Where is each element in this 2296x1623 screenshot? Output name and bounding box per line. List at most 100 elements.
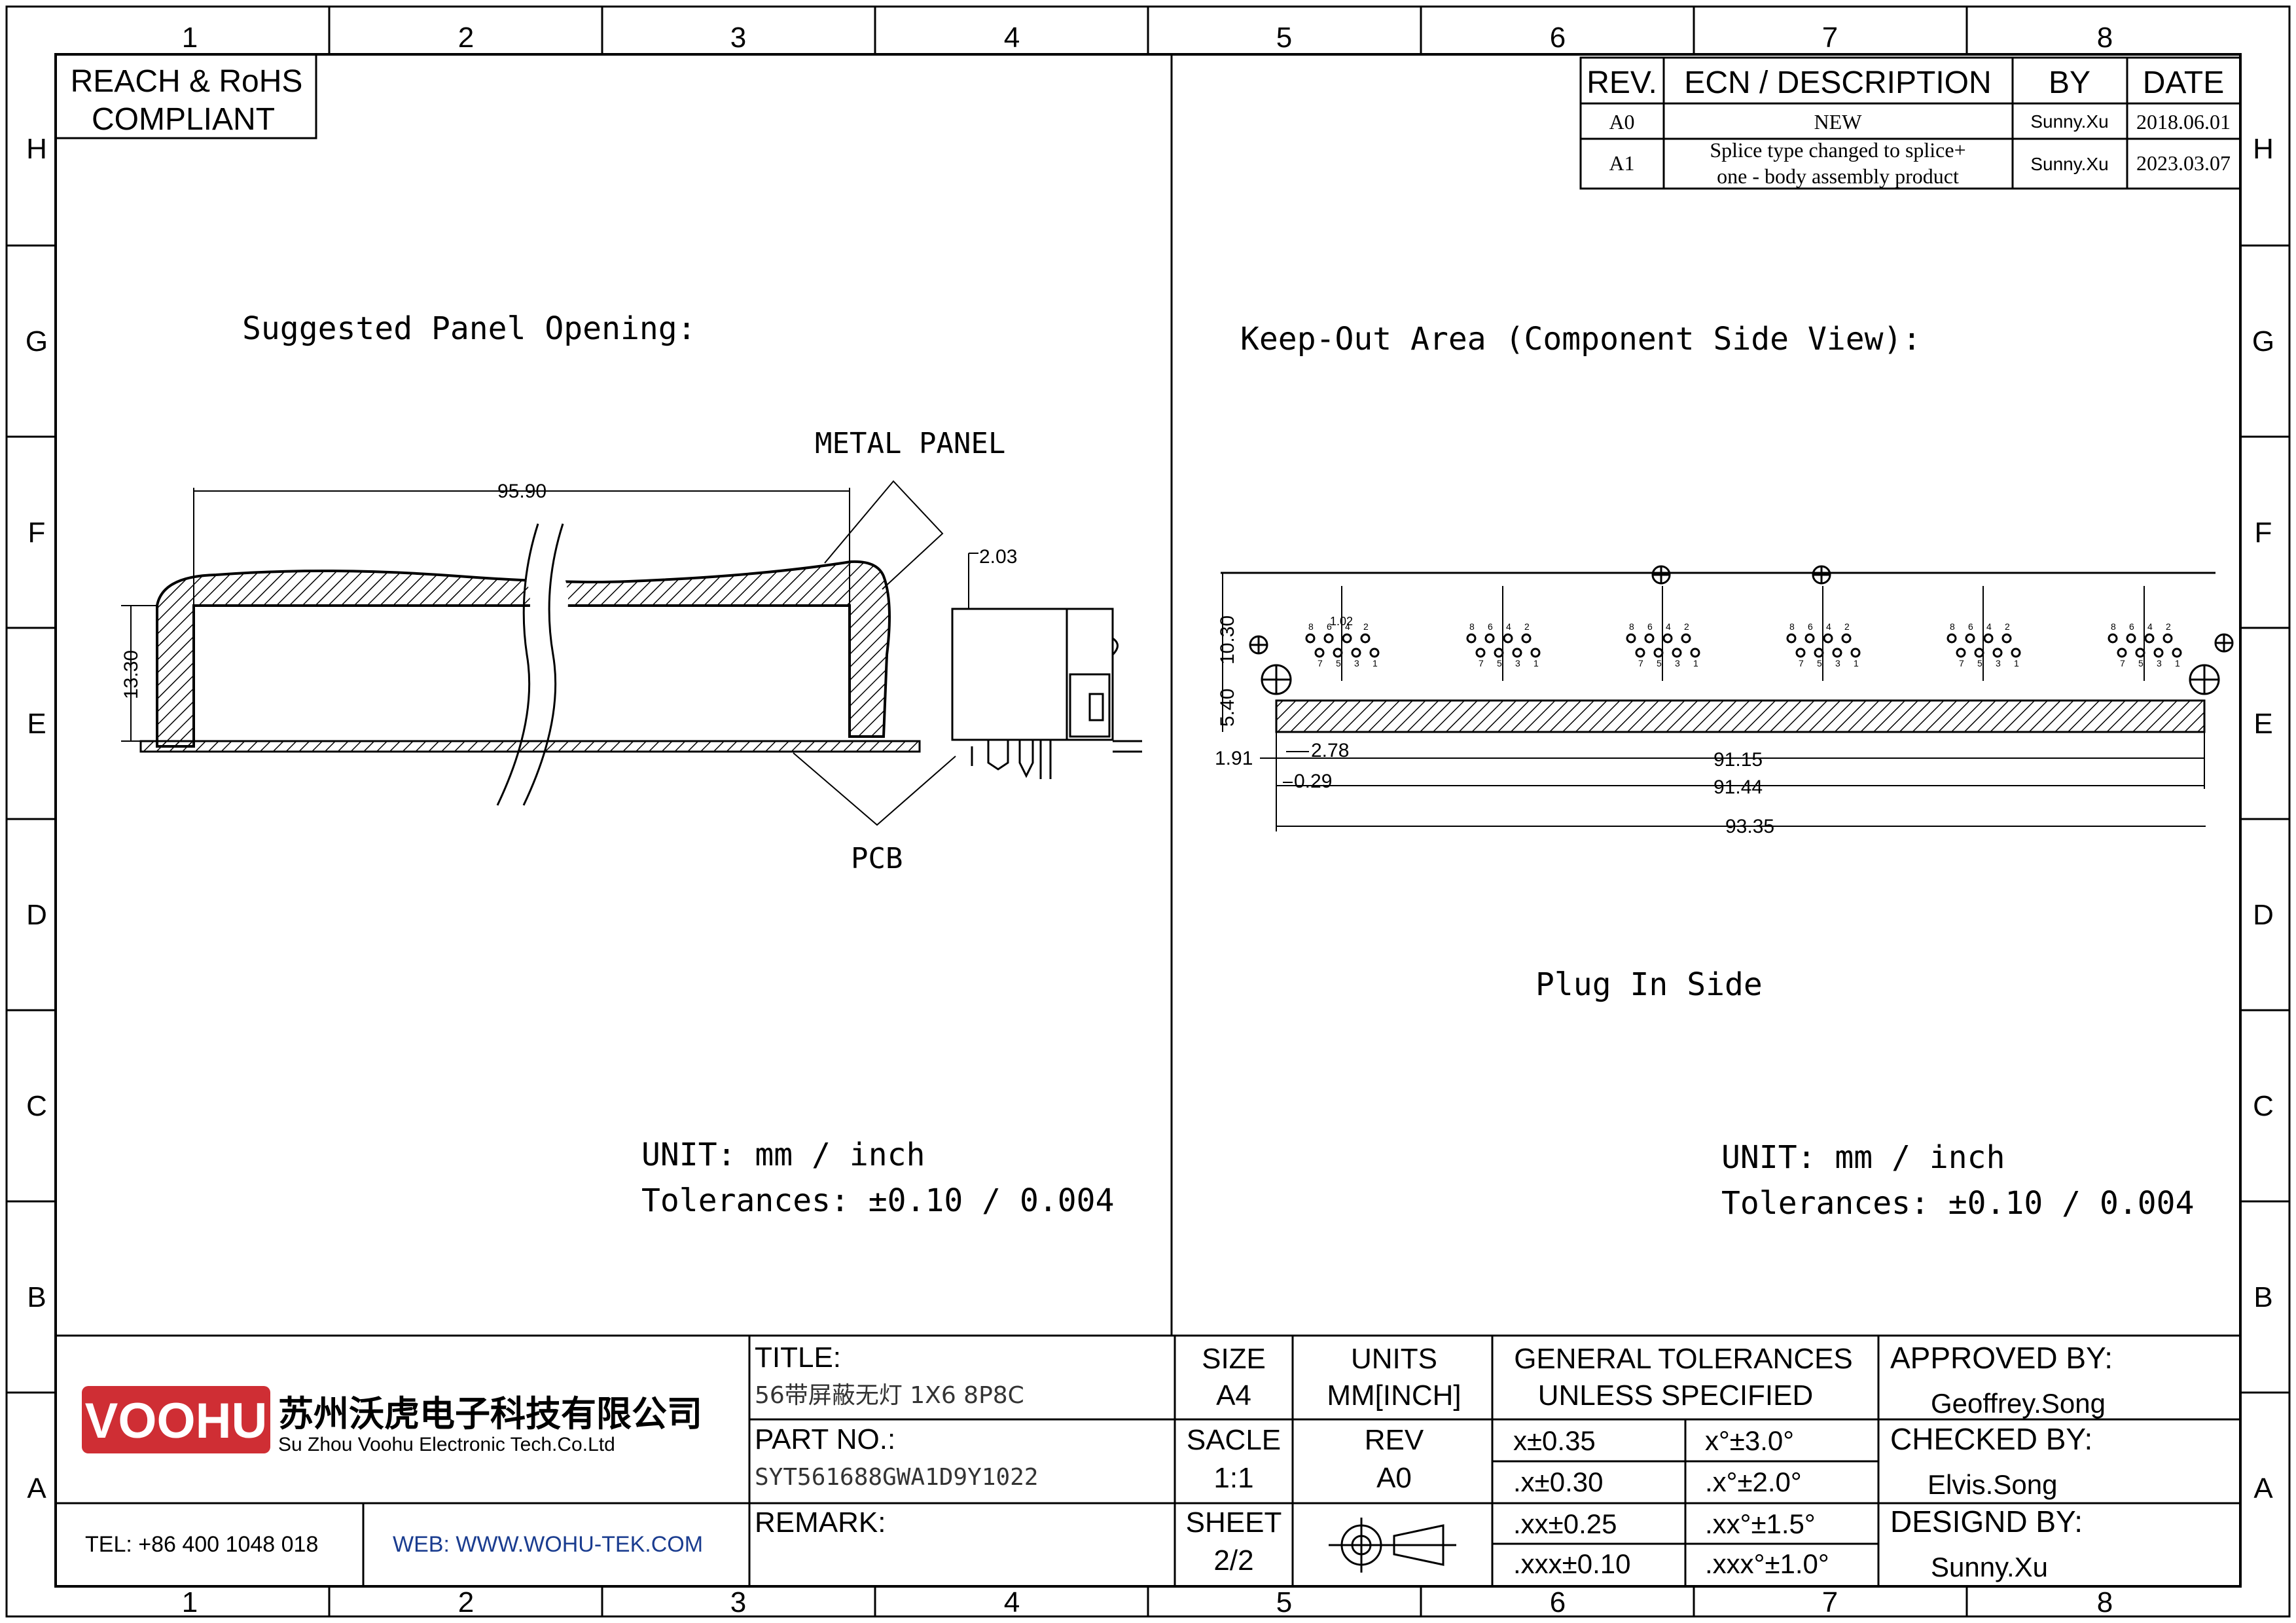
pin-hole — [1521, 633, 1532, 644]
connector-side-icon — [951, 608, 1142, 779]
col-label-7-top: 7 — [1822, 22, 1838, 54]
pin-number: 1 — [2175, 658, 2180, 668]
pin-number: 4 — [1506, 621, 1511, 632]
pin-hole — [1662, 633, 1673, 644]
col-label-1-bottom: 1 — [182, 1586, 198, 1618]
web-link[interactable]: WEB: WWW.WOHU-TEK.COM — [393, 1532, 703, 1557]
revision-table: REV. ECN / DESCRIPTION BY DATE A0 NEW 20… — [1579, 56, 2242, 190]
pin-number: 1 — [1372, 658, 1378, 668]
pin-hole — [1305, 633, 1316, 644]
dim-9335: 93.35 — [1725, 816, 1774, 837]
company-logo: VOOHU — [82, 1386, 270, 1453]
pin-number: 2 — [1524, 621, 1530, 632]
plug-side-label: Plug In Side — [1535, 966, 1763, 1003]
grid-ticks — [7, 7, 2289, 1616]
pin-hole — [2172, 647, 2182, 658]
col-label-6-top: 6 — [1550, 22, 1566, 54]
pin-hole — [1653, 647, 1664, 658]
pin-hole — [2001, 633, 2012, 644]
pin-hole — [1786, 633, 1797, 644]
checked-label: CHECKED BY: — [1890, 1422, 2092, 1456]
desc-header: ECN / DESCRIPTION — [1684, 65, 1991, 100]
rev-label: REV — [1365, 1424, 1424, 1456]
pin-number: 5 — [1657, 658, 1662, 668]
pin-hole — [1832, 647, 1842, 658]
row-label-d-left: D — [26, 899, 47, 931]
col-label-4-top: 4 — [1004, 22, 1020, 54]
checked-value: Elvis.Song — [1928, 1469, 2057, 1500]
dim-540: 5.40 — [1217, 689, 1238, 727]
rev-value: A0 — [1376, 1462, 1412, 1494]
pin-hole — [2144, 633, 2155, 644]
rev-cell: A0 — [1609, 110, 1634, 134]
dim-278: 2.78 — [1311, 740, 1349, 761]
dim-9144: 91.44 — [1713, 776, 1763, 798]
size-label: SIZE — [1202, 1343, 1266, 1375]
col-label-8-top: 8 — [2097, 22, 2113, 54]
pin-number: 6 — [1808, 621, 1813, 632]
col-label-4-bottom: 4 — [1004, 1586, 1020, 1618]
tol-linear-3: .xx±0.25 — [1513, 1508, 1617, 1539]
pin-hole — [1369, 647, 1380, 658]
pin-number: 8 — [1308, 621, 1314, 632]
col-label-7-bottom: 7 — [1822, 1586, 1838, 1618]
col-label-2-top: 2 — [458, 22, 474, 54]
pin-number: 1 — [1854, 658, 1859, 668]
rev-cell: A1 — [1609, 151, 1634, 175]
svg-text:VOOHU: VOOHU — [85, 1393, 268, 1449]
title-label: TITLE: — [755, 1341, 841, 1374]
row-label-e-left: E — [27, 708, 46, 740]
units-value: MM[INCH] — [1327, 1379, 1461, 1412]
pin-number: 5 — [2138, 658, 2144, 668]
projection-symbol-icon — [1329, 1518, 1456, 1573]
col-label-3-top: 3 — [730, 22, 746, 54]
row-label-g-left: G — [26, 325, 48, 357]
row-label-c-right: C — [2253, 1090, 2274, 1122]
pin-hole — [1823, 633, 1833, 644]
pin-hole — [1644, 633, 1655, 644]
right-view-title: Keep-Out Area (Component Side View): — [1240, 321, 1921, 357]
pin-hole — [1475, 647, 1486, 658]
pin-hole — [2108, 633, 2118, 644]
right-tolerance-text: Tolerances: ±0.10 / 0.004 — [1721, 1185, 2194, 1222]
tol-linear-1: x±0.35 — [1513, 1425, 1596, 1456]
pin-number: 3 — [1996, 658, 2001, 668]
pin-number: 3 — [1515, 658, 1520, 668]
pin-number: 8 — [1950, 621, 1955, 632]
pin-number: 8 — [1629, 621, 1634, 632]
pitch-dimension: 1.02 — [1330, 615, 1353, 628]
pin-hole — [2153, 647, 2164, 658]
pin-hole — [1946, 633, 1957, 644]
title-value: 56带屏蔽无灯 1X6 8P8C — [755, 1382, 1024, 1409]
row-label-g-right: G — [2252, 325, 2274, 357]
pin-hole — [1965, 633, 1975, 644]
left-view-title: Suggested Panel Opening: — [242, 310, 696, 347]
pin-groups: 8765432187654321876543218765432187654321… — [1305, 586, 2182, 681]
pin-number: 8 — [1789, 621, 1795, 632]
right-dimensions — [1222, 573, 2206, 831]
tol-linear-2: .x±0.30 — [1513, 1467, 1603, 1497]
row-label-f-left: F — [28, 517, 46, 549]
pin-number: 4 — [1826, 621, 1831, 632]
pin-hole — [1992, 647, 2003, 658]
pin-hole — [1983, 633, 1994, 644]
pin-number: 1 — [1693, 658, 1698, 668]
pin-number: 5 — [1336, 658, 1341, 668]
pin-hole — [1314, 647, 1325, 658]
pin-hole — [1626, 633, 1636, 644]
col-label-5-bottom: 5 — [1276, 1586, 1292, 1618]
col-label-1-top: 1 — [182, 22, 198, 54]
pin-hole — [1333, 647, 1343, 658]
pin-number: 4 — [1666, 621, 1671, 632]
title-block — [56, 1334, 2240, 1586]
pin-number: 3 — [2157, 658, 2162, 668]
pin-hole — [1494, 647, 1504, 658]
by-cell: Sunny.Xu — [2030, 154, 2108, 174]
rev-header: REV. — [1587, 65, 1657, 100]
pin-number: 6 — [1647, 621, 1653, 632]
pin-hole — [1690, 647, 1700, 658]
